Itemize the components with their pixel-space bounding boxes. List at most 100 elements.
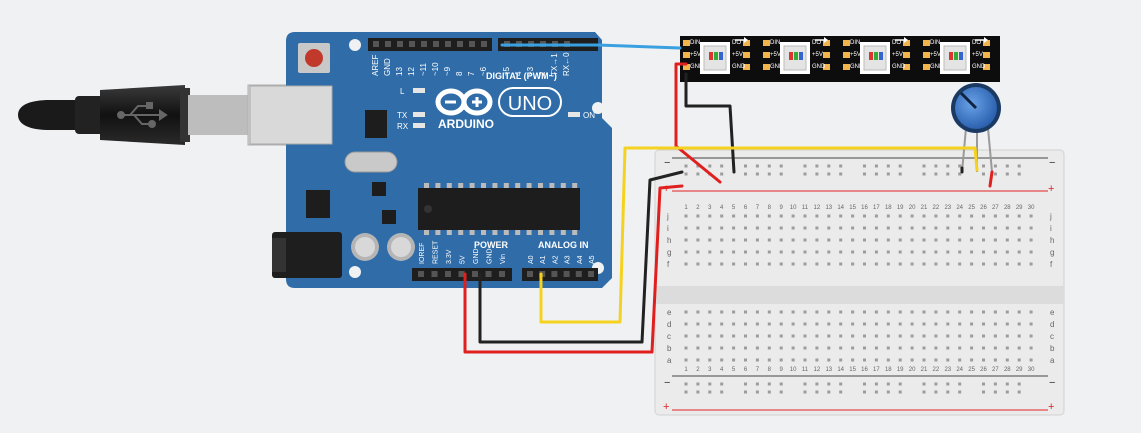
terminal-hole[interactable] (839, 250, 843, 254)
terminal-hole[interactable] (815, 214, 819, 218)
rail-hole[interactable] (720, 382, 724, 386)
terminal-hole[interactable] (803, 262, 807, 266)
terminal-hole[interactable] (886, 250, 890, 254)
rail-hole[interactable] (696, 382, 700, 386)
terminal-hole[interactable] (886, 214, 890, 218)
terminal-hole[interactable] (779, 250, 783, 254)
terminal-hole[interactable] (779, 226, 783, 230)
terminal-hole[interactable] (708, 250, 712, 254)
rail-hole[interactable] (898, 164, 902, 168)
neopixel-led[interactable] (940, 42, 970, 74)
rail-hole[interactable] (767, 172, 771, 176)
rail-hole[interactable] (708, 382, 712, 386)
header-pin[interactable] (472, 271, 478, 277)
terminal-hole[interactable] (851, 322, 855, 326)
header-pin[interactable] (469, 41, 475, 47)
terminal-hole[interactable] (1005, 310, 1009, 314)
terminal-hole[interactable] (982, 238, 985, 242)
rail-hole[interactable] (744, 164, 747, 168)
terminal-hole[interactable] (851, 334, 855, 338)
rail-hole[interactable] (827, 390, 831, 394)
terminal-hole[interactable] (970, 226, 974, 230)
terminal-hole[interactable] (1029, 310, 1033, 314)
terminal-hole[interactable] (732, 346, 736, 350)
rail-hole[interactable] (874, 382, 878, 386)
terminal-hole[interactable] (958, 310, 962, 314)
terminal-hole[interactable] (755, 322, 759, 326)
terminal-hole[interactable] (970, 310, 974, 314)
terminal-hole[interactable] (779, 262, 783, 266)
terminal-hole[interactable] (982, 226, 985, 230)
terminal-hole[interactable] (886, 238, 890, 242)
terminal-hole[interactable] (767, 250, 771, 254)
terminal-hole[interactable] (755, 262, 759, 266)
terminal-hole[interactable] (767, 322, 771, 326)
terminal-hole[interactable] (791, 250, 795, 254)
terminal-hole[interactable] (958, 214, 962, 218)
rail-hole[interactable] (827, 164, 831, 168)
terminal-hole[interactable] (720, 262, 724, 266)
header-pin[interactable] (445, 271, 451, 277)
terminal-hole[interactable] (839, 310, 843, 314)
rail-hole[interactable] (684, 172, 688, 176)
terminal-hole[interactable] (767, 358, 771, 362)
terminal-hole[interactable] (1017, 334, 1021, 338)
terminal-hole[interactable] (720, 346, 724, 350)
rail-hole[interactable] (815, 164, 819, 168)
terminal-hole[interactable] (886, 322, 890, 326)
terminal-hole[interactable] (922, 250, 926, 254)
header-pin[interactable] (421, 41, 427, 47)
terminal-hole[interactable] (827, 262, 831, 266)
rail-hole[interactable] (922, 164, 926, 168)
rail-hole[interactable] (982, 172, 985, 176)
terminal-hole[interactable] (1029, 238, 1033, 242)
terminal-hole[interactable] (910, 310, 914, 314)
rail-hole[interactable] (874, 164, 878, 168)
header-pin[interactable] (457, 41, 463, 47)
header-pin[interactable] (409, 41, 415, 47)
terminal-hole[interactable] (993, 214, 997, 218)
terminal-hole[interactable] (851, 346, 855, 350)
terminal-hole[interactable] (791, 334, 795, 338)
terminal-hole[interactable] (958, 226, 962, 230)
rail-hole[interactable] (1017, 172, 1021, 176)
rail-hole[interactable] (958, 172, 962, 176)
terminal-hole[interactable] (922, 214, 926, 218)
terminal-hole[interactable] (755, 310, 759, 314)
terminal-hole[interactable] (898, 334, 902, 338)
rail-hole[interactable] (839, 172, 843, 176)
terminal-hole[interactable] (1017, 310, 1021, 314)
terminal-hole[interactable] (720, 310, 724, 314)
terminal-hole[interactable] (910, 214, 914, 218)
terminal-hole[interactable] (815, 250, 819, 254)
terminal-hole[interactable] (958, 238, 962, 242)
terminal-hole[interactable] (898, 214, 902, 218)
terminal-hole[interactable] (803, 322, 807, 326)
header-pin[interactable] (551, 271, 558, 277)
terminal-hole[interactable] (922, 226, 926, 230)
terminal-hole[interactable] (732, 262, 736, 266)
terminal-hole[interactable] (851, 238, 855, 242)
neopixel-led[interactable] (860, 42, 890, 74)
terminal-hole[interactable] (744, 214, 747, 218)
terminal-hole[interactable] (708, 358, 712, 362)
reset-button[interactable] (298, 43, 330, 73)
terminal-hole[interactable] (958, 250, 962, 254)
terminal-hole[interactable] (910, 346, 914, 350)
terminal-hole[interactable] (720, 226, 724, 230)
terminal-hole[interactable] (863, 322, 866, 326)
terminal-hole[interactable] (863, 262, 866, 266)
terminal-hole[interactable] (946, 346, 950, 350)
terminal-hole[interactable] (839, 322, 843, 326)
terminal-hole[interactable] (982, 310, 985, 314)
terminal-hole[interactable] (815, 310, 819, 314)
terminal-hole[interactable] (993, 310, 997, 314)
terminal-hole[interactable] (708, 334, 712, 338)
terminal-hole[interactable] (744, 250, 747, 254)
terminal-hole[interactable] (982, 358, 985, 362)
rail-hole[interactable] (898, 382, 902, 386)
terminal-hole[interactable] (839, 358, 843, 362)
terminal-hole[interactable] (934, 322, 938, 326)
header-pin[interactable] (397, 41, 403, 47)
